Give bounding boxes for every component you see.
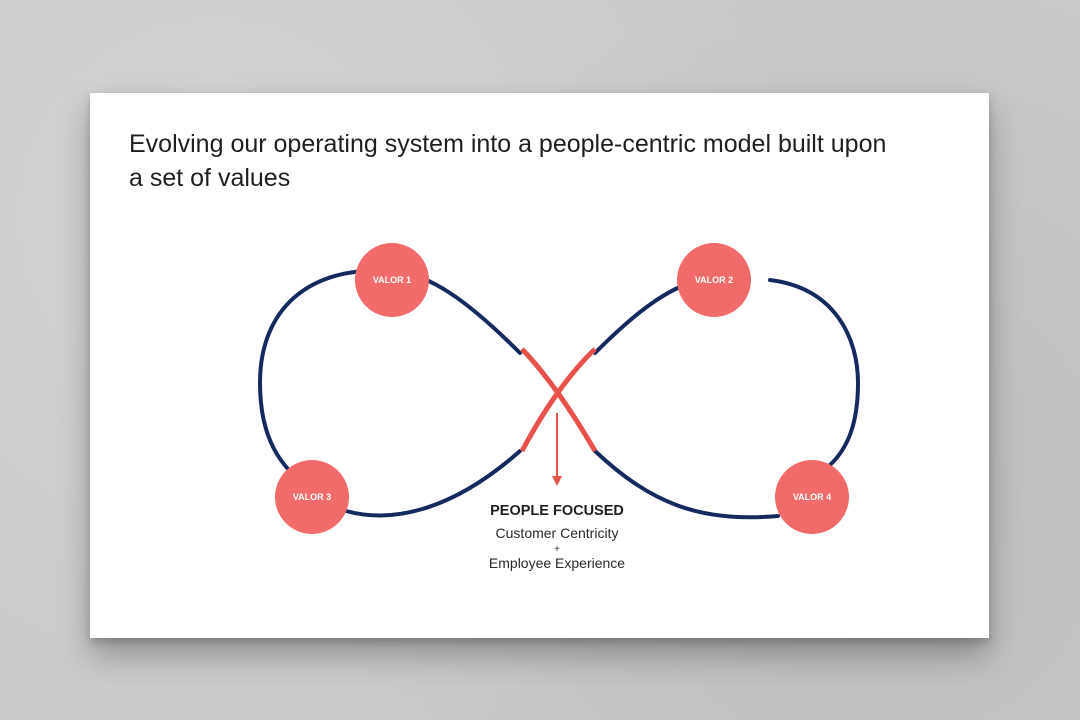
crossing-stroke-b	[519, 347, 597, 453]
valor-node-4: VALOR 4	[775, 460, 849, 534]
focus-title: PEOPLE FOCUSED	[490, 503, 624, 519]
focus-plus: +	[554, 544, 560, 555]
valor-node-1: VALOR 1	[355, 243, 429, 317]
valor-label-3: VALOR 3	[293, 492, 331, 502]
valor-node-2: VALOR 2	[677, 243, 751, 317]
left-loop-bottom-arc	[344, 449, 522, 518]
focus-line-customer: Customer Centricity	[496, 525, 619, 541]
valor-label-4: VALOR 4	[793, 492, 831, 502]
valor-node-3: VALOR 3	[275, 460, 349, 534]
focus-line-employee: Employee Experience	[489, 555, 625, 571]
valor-label-1: VALOR 1	[373, 275, 411, 285]
focus-arrow-head	[552, 476, 562, 486]
slide-title: Evolving our operating system into a peo…	[129, 130, 887, 192]
slide: Evolving our operating system into a peo…	[90, 93, 989, 638]
right-loop-outer-arc	[768, 278, 861, 467]
infinity-diagram: VALOR 1 VALOR 2 VALOR 3 VALOR 4 PEOPLE F…	[257, 243, 861, 571]
right-loop-bottom-arc	[593, 449, 780, 520]
valor-label-2: VALOR 2	[695, 275, 733, 285]
left-loop-top-arc	[257, 268, 522, 492]
